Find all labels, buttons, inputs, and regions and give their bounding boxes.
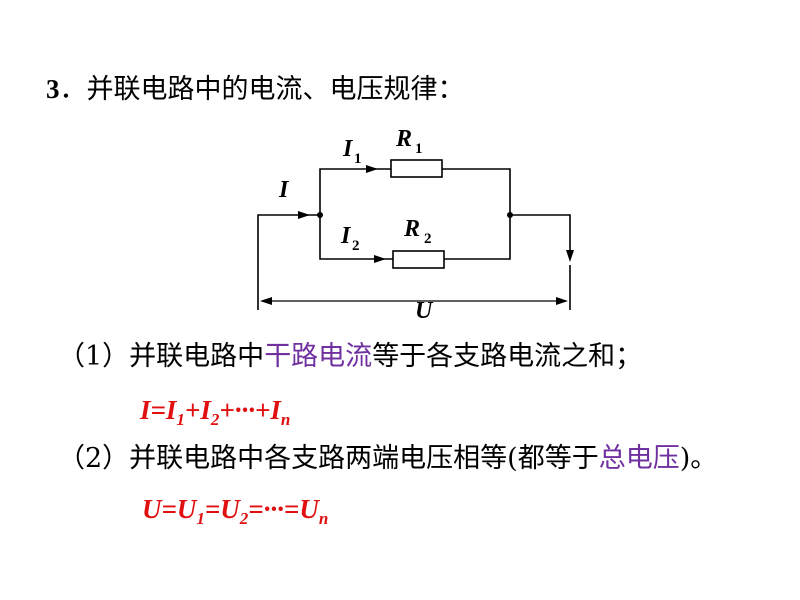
label-voltage: U bbox=[415, 298, 434, 324]
label-r1-sub: 1 bbox=[415, 141, 423, 157]
arrow-voltage-right bbox=[556, 297, 568, 305]
formula-current-sum: I=I1+I2+···+In bbox=[140, 393, 291, 429]
main-wire-out bbox=[510, 214, 571, 250]
formula1-ellipsis: +···+ bbox=[219, 395, 271, 425]
point-2-suffix: )。 bbox=[679, 443, 718, 474]
label-r2: R bbox=[403, 216, 420, 242]
label-branch1-current: I bbox=[342, 136, 354, 162]
branch1-wire bbox=[319, 168, 511, 215]
formula1-i-total: I bbox=[140, 395, 151, 425]
formula1-equals: = bbox=[150, 395, 166, 425]
formula2-ellipsis: =···= bbox=[248, 494, 300, 524]
formula1-sub-n: n bbox=[280, 410, 291, 429]
label-main-current: I bbox=[278, 177, 290, 203]
label-branch1-current-sub: 1 bbox=[354, 151, 362, 167]
junction-left bbox=[317, 212, 323, 218]
resistor-r1 bbox=[390, 159, 443, 178]
point-1: （1）并联电路中干路电流等于各支路电流之和； bbox=[58, 340, 642, 374]
arrow-branch1-current bbox=[366, 165, 378, 173]
point-1-prefix: （1）并联电路中 bbox=[58, 341, 265, 372]
formula1-in: I bbox=[270, 395, 281, 425]
junction-right bbox=[507, 212, 513, 218]
formula2-equals-1: = bbox=[161, 494, 177, 524]
resistor-r2 bbox=[392, 250, 445, 269]
section-heading: 3．并联电路中的电流、电压规律： bbox=[46, 72, 465, 107]
formula-voltage-equal: U=U1=U2=···=Un bbox=[142, 492, 329, 528]
formula2-u2: U bbox=[220, 494, 240, 524]
label-branch2-current-sub: 2 bbox=[352, 238, 360, 254]
formula2-sub-n: n bbox=[318, 509, 329, 528]
main-wire-in bbox=[257, 214, 320, 310]
branch2-wire bbox=[319, 215, 511, 260]
label-r2-sub: 2 bbox=[424, 231, 432, 247]
point-2-prefix: （2）并联电路中各支路两端电压相等(都等于 bbox=[58, 443, 599, 474]
formula1-sub-2: 2 bbox=[210, 410, 220, 429]
arrow-main-current bbox=[298, 211, 310, 219]
arrow-voltage-left bbox=[260, 297, 272, 305]
formula2-sub-1: 1 bbox=[196, 509, 205, 528]
formula2-sub-2: 2 bbox=[239, 509, 249, 528]
heading-text: ．并联电路中的电流、电压规律： bbox=[59, 74, 465, 105]
arrow-branch2-current bbox=[374, 255, 386, 263]
point-1-highlight: 干路电流 bbox=[264, 341, 373, 372]
point-1-suffix: 等于各支路电流之和； bbox=[372, 341, 643, 372]
heading-number: 3 bbox=[46, 74, 60, 104]
formula1-i2: I bbox=[200, 395, 211, 425]
formula2-u-total: U bbox=[142, 494, 162, 524]
label-r1: R bbox=[395, 126, 412, 152]
label-branch2-current: I bbox=[340, 223, 352, 249]
formula1-sub-1: 1 bbox=[176, 410, 185, 429]
arrow-out-current bbox=[566, 250, 574, 262]
point-2: （2）并联电路中各支路两端电压相等(都等于总电压)。 bbox=[58, 442, 717, 476]
formula2-un: U bbox=[299, 494, 319, 524]
formula2-u1: U bbox=[176, 494, 197, 524]
formula1-plus: + bbox=[184, 395, 201, 425]
point-2-highlight: 总电压 bbox=[598, 443, 680, 474]
formula2-equals-2: = bbox=[204, 494, 221, 524]
formula1-i1: I bbox=[165, 395, 177, 425]
